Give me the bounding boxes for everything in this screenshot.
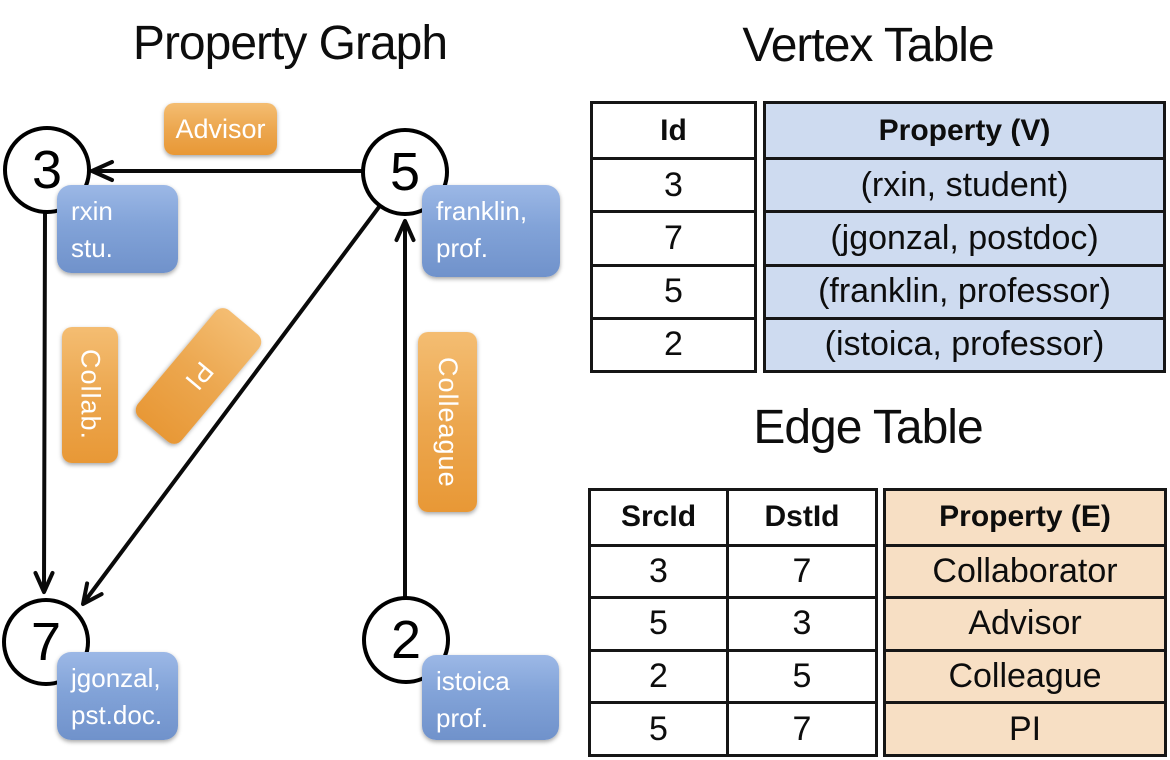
vertex-table-property-header: Property (V) <box>766 104 1163 158</box>
edge-table-row-dst: 7 <box>726 701 875 754</box>
vertex-7-property-line2: pst.doc. <box>71 699 163 730</box>
vertex-table-row-id: 7 <box>593 210 754 263</box>
vertex-2-property-line2: prof. <box>436 702 489 733</box>
edge-table-row-dst: 3 <box>726 596 875 649</box>
collab-arrow <box>33 212 55 594</box>
edge-table-srcid-header: SrcId <box>620 500 697 534</box>
vertex-table-property-column: Property (V) (rxin, student) (jgonzal, p… <box>763 101 1166 373</box>
edge-table-row-dst: 7 <box>726 543 875 597</box>
graph-edges-layer <box>33 160 416 606</box>
vertex-table-row-property: (istoica, professor) <box>766 316 1163 370</box>
edge-table-row-src: 5 <box>591 701 726 754</box>
edge-table-title: Edge Table <box>753 401 983 454</box>
edge-table-row-src: 2 <box>591 648 726 702</box>
vertex-table-title: Vertex Table <box>742 19 994 72</box>
edge-table-property-column: Property (E) Collaborator Advisor Collea… <box>883 488 1167 757</box>
vertex-5-property-line1: franklin, <box>436 196 528 226</box>
vertex-table-row-property: (franklin, professor) <box>766 263 1163 317</box>
edge-table-property-header: Property (E) <box>886 491 1164 544</box>
collab-edge-label-text: Collab. <box>75 349 106 441</box>
pi-edge-label-text: PI <box>178 356 220 397</box>
vertex-node-2: 2 <box>362 596 450 684</box>
vertex-node-7-id: 7 <box>30 612 62 672</box>
vertex-table-row-id: 5 <box>593 263 754 317</box>
vertex-7-property-line1: jgonzal, <box>71 663 161 693</box>
advisor-edge-label: Advisor <box>164 103 277 155</box>
edge-table-row-property: Colleague <box>886 648 1164 702</box>
edge-table-row-src: 3 <box>591 543 726 597</box>
colleague-edge-label-text: Colleague <box>433 356 463 488</box>
vertex-7-property-badge: jgonzal, pst.doc. <box>57 652 178 740</box>
colleague-edge-label: Colleague <box>418 332 477 512</box>
vertex-5-property-line2: prof. <box>436 232 489 263</box>
vertex-table-row-id: 3 <box>593 157 754 210</box>
edge-table-ids-columns: SrcId DstId 3 7 5 3 2 5 5 7 <box>588 488 878 757</box>
edge-table-row-property: PI <box>886 701 1164 754</box>
collab-edge-label: Collab. <box>62 327 118 463</box>
vertex-3-property-badge: rxin stu. <box>57 185 178 273</box>
vertex-table-id-column: Id 3 7 5 2 <box>590 101 757 373</box>
vertex-node-2-id: 2 <box>390 610 422 670</box>
vertex-2-property-line1: istoica <box>436 666 510 696</box>
vertex-3-property-line2: stu. <box>71 232 113 263</box>
vertex-table-row-property: (jgonzal, postdoc) <box>766 210 1163 264</box>
pi-arrow <box>81 205 381 606</box>
advisor-arrow <box>90 160 363 182</box>
property-graph-title: Property Graph <box>132 17 448 70</box>
edge-table-row-src: 5 <box>591 596 726 649</box>
vertex-node-3-id: 3 <box>31 140 63 200</box>
vertex-5-property-badge: franklin, prof. <box>422 185 560 277</box>
vertex-3-property-line1: rxin <box>71 196 113 226</box>
vertex-2-property-badge: istoica prof. <box>422 655 559 740</box>
colleague-arrow <box>394 219 416 598</box>
edge-table-row-property: Advisor <box>886 596 1164 649</box>
edge-table-row-property: Collaborator <box>886 543 1164 597</box>
vertex-table-row-id: 2 <box>593 316 754 370</box>
vertex-table-id-header: Id <box>660 113 687 147</box>
advisor-edge-label-text: Advisor <box>175 113 266 144</box>
vertex-table-row-property: (rxin, student) <box>766 157 1163 211</box>
edge-table-row-dst: 5 <box>726 648 875 702</box>
edge-table-dstid-header: DstId <box>726 491 875 544</box>
vertex-node-5-id: 5 <box>389 142 421 202</box>
